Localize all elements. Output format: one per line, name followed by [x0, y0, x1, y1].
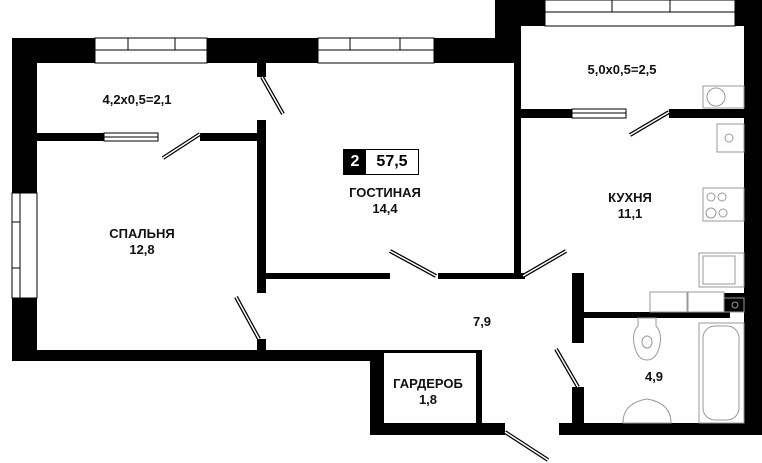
- room-area: 12,8: [129, 242, 155, 257]
- room-name: ГОСТИНАЯ: [349, 185, 421, 200]
- door-highlights: [162, 76, 670, 461]
- room-count: 2: [344, 150, 366, 174]
- balcony-left-label: 4,2x0,5=2,1: [102, 92, 171, 108]
- room-area: 4,9: [644, 369, 664, 384]
- room-area: 1,8: [418, 392, 438, 407]
- room-area: 5,0x0,5=2,5: [587, 62, 657, 77]
- bathtub-icon: [698, 322, 745, 424]
- room-name: ГАРДЕРОБ: [393, 376, 463, 391]
- washbasin-icon: [622, 398, 672, 424]
- kitchen-sink-icon: [698, 252, 745, 288]
- boiler-icon: [702, 85, 745, 109]
- fixtures: [622, 85, 745, 424]
- stove-icon: [702, 187, 745, 222]
- hallway-label: 7,9: [473, 314, 491, 330]
- bathroom-label: 4,9: [645, 369, 663, 385]
- toilet-icon: [633, 317, 661, 361]
- room-area: 4,2x0,5=2,1: [102, 92, 172, 107]
- apartment-badge: 2 57,5: [343, 149, 419, 175]
- balcony-right-label: 5,0x0,5=2,5: [587, 62, 656, 78]
- room-area: 7,9: [472, 314, 492, 329]
- total-area: 57,5: [366, 150, 418, 174]
- room-area: 14,4: [372, 201, 398, 216]
- washer-icon: [649, 291, 688, 313]
- sink-icon: [716, 123, 745, 153]
- room-name: СПАЛЬНЯ: [109, 226, 175, 241]
- windows: [11, 0, 736, 299]
- room-name: КУХНЯ: [608, 190, 652, 205]
- room-area: 11,1: [617, 206, 643, 221]
